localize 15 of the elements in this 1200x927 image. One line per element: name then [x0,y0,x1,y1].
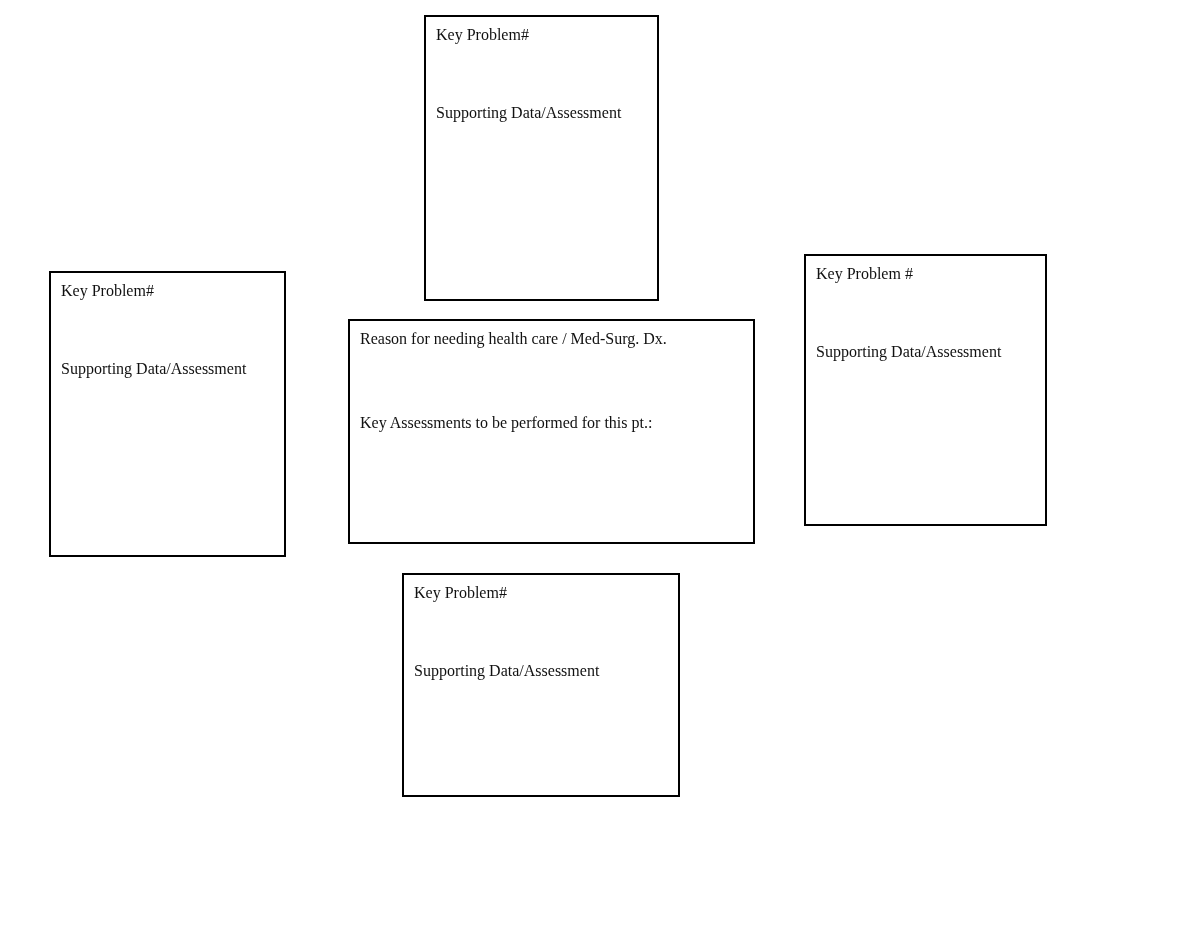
prompt-text: Supporting Data/Assessment [414,661,600,681]
heading-text: Key Problem# [414,583,507,603]
prompt-text: Supporting Data/Assessment [436,103,622,123]
text-box [402,573,680,797]
prompt-text: Supporting Data/Assessment [61,359,247,379]
text-box [424,15,659,301]
text-box [348,319,755,544]
text-box [804,254,1047,526]
prompt-text: Key Assessments to be performed for this pt.: [360,413,653,433]
prompt-text: Supporting Data/Assessment [816,342,1002,362]
heading-text: Key Problem# [61,281,154,301]
text-box [49,271,286,557]
heading-text: Key Problem# [436,25,529,45]
heading-text: Reason for needing health care / Med-Surg. Dx. [360,329,667,349]
heading-text: Key Problem # [816,264,913,284]
